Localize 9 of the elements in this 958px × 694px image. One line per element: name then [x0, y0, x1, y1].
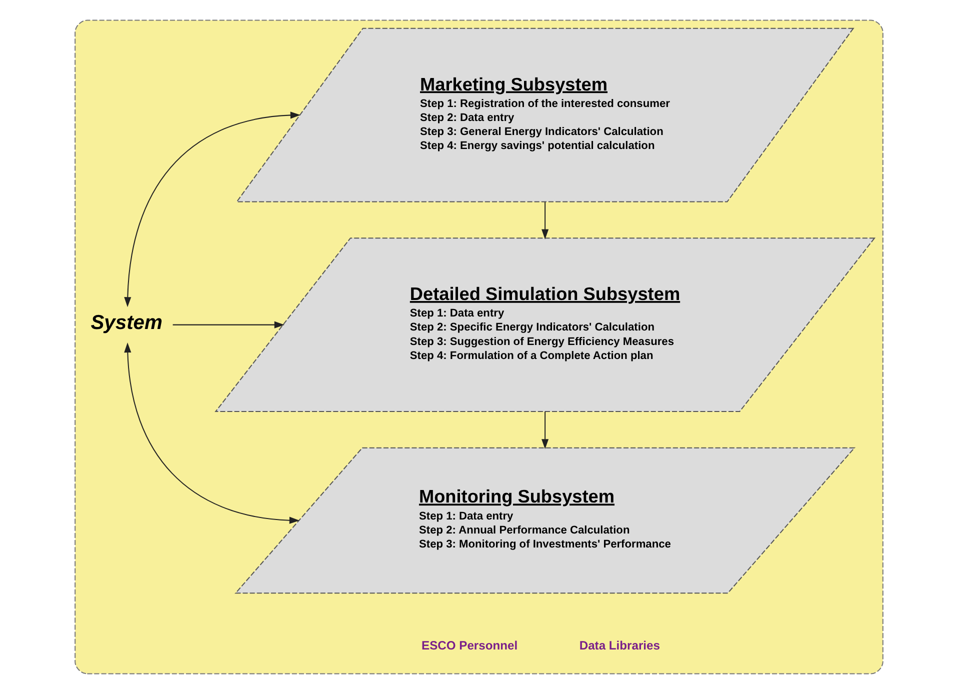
- label: ESCO Personnel: [422, 638, 518, 653]
- arrow: [124, 342, 300, 524]
- arrow: [124, 112, 301, 308]
- label: Data Libraries: [579, 638, 660, 653]
- arrow: [542, 202, 549, 240]
- node-text: System: [90, 312, 162, 334]
- cluster: [74, 20, 884, 674]
- arrow: [542, 412, 549, 450]
- arrow: [172, 321, 284, 328]
